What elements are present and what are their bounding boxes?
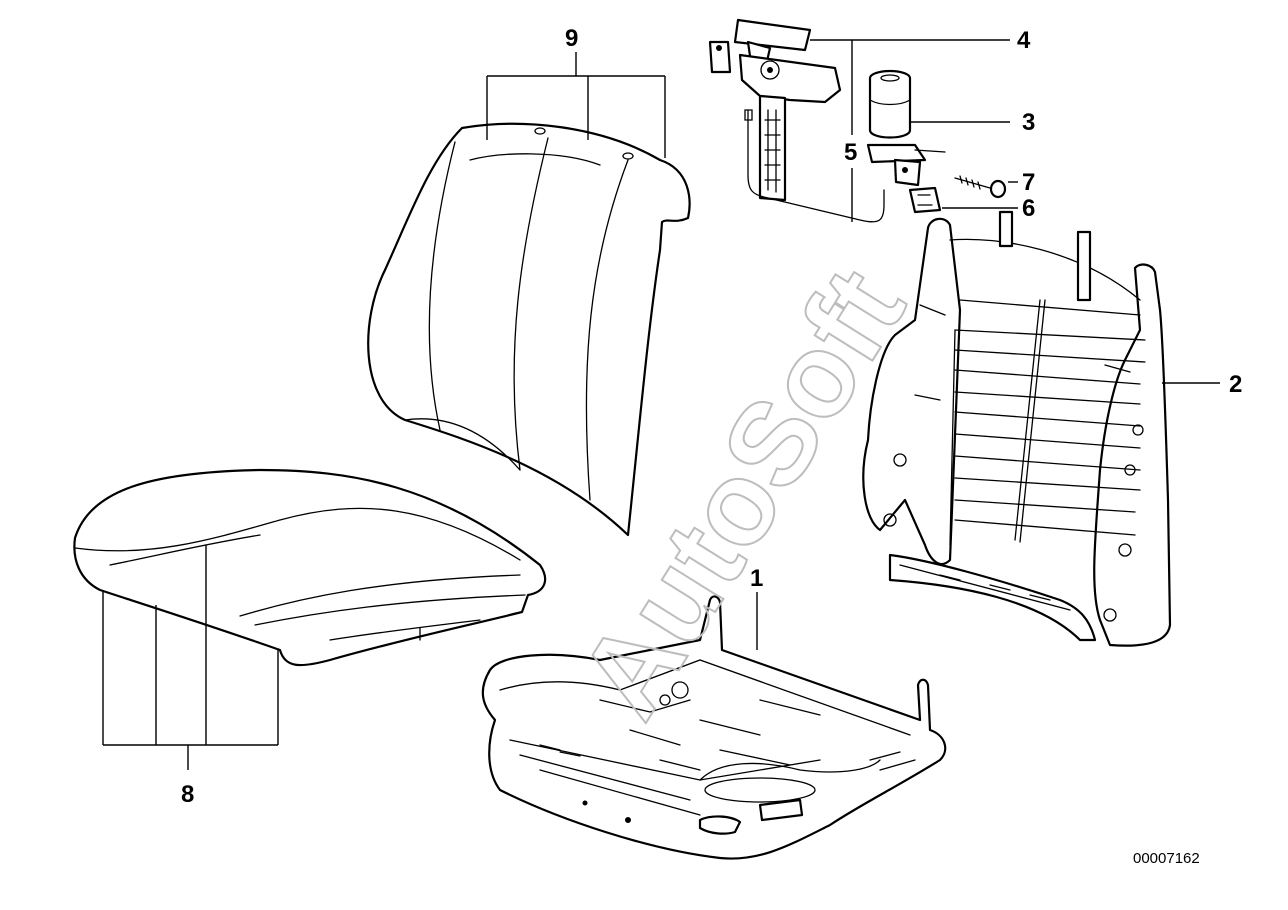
seat-cushion (73, 468, 547, 667)
label-2-backrest-frame: 2 (1229, 371, 1242, 398)
label-6-clip: 6 (1022, 195, 1035, 222)
label-5-cable: 5 (844, 139, 857, 166)
reference-number: 00007162 (1133, 850, 1200, 867)
label-7-screw: 7 (1022, 169, 1035, 196)
label-9-backrest-cushion: 9 (565, 25, 578, 52)
seat-frame (481, 595, 947, 860)
label-3-motor: 3 (1022, 109, 1035, 136)
label-4-head-restraint-guide: 4 (1017, 27, 1031, 54)
head-restraint-guide (708, 18, 885, 223)
leader-lines (102, 39, 1220, 770)
label-8-seat-cushion: 8 (181, 781, 194, 808)
screw (954, 175, 1007, 199)
backrest-frame (862, 210, 1172, 647)
clip (908, 186, 942, 214)
motor (866, 69, 946, 187)
label-1-seat-frame: 1 (750, 565, 763, 592)
backrest-cushion (367, 122, 691, 537)
